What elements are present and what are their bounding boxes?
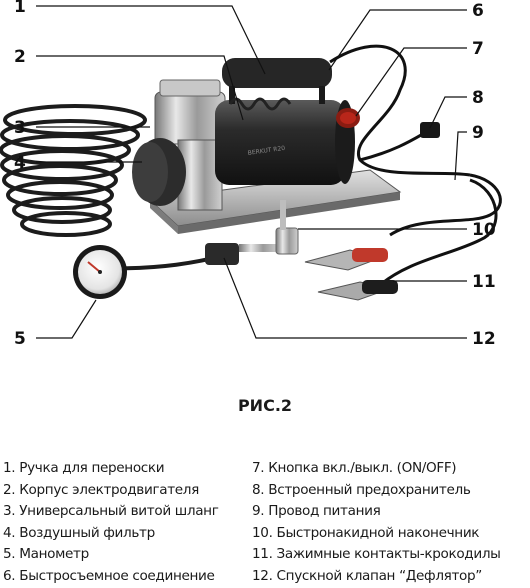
legend-item: 5. Манометр — [3, 546, 89, 563]
callout-3: 3 — [14, 118, 26, 138]
pressure-gauge — [73, 245, 127, 299]
spring-hose — [228, 97, 292, 111]
callout-7: 7 — [472, 39, 484, 59]
legend-item: 8. Встроенный предохранитель — [252, 481, 471, 498]
legend-item: 3. Универсальный витой шланг — [3, 503, 219, 520]
fuse-holder — [420, 122, 440, 138]
figure-caption: РИС.2 — [237, 396, 293, 415]
legend: 1. Ручка для переноски 2. Корпус электро… — [0, 458, 530, 586]
legend-item: 9. Провод питания — [252, 503, 381, 520]
legend-item: 11. Зажимные контакты-крокодилы — [252, 546, 501, 563]
callout-4: 4 — [14, 153, 26, 173]
carry-handle — [222, 58, 332, 104]
coiled-hose — [0, 104, 231, 271]
legend-column-right: 7. Кнопка вкл./выкл. (ON/OFF) 8. Встроен… — [252, 458, 530, 588]
legend-item: 12. Спускной клапан “Дефлятор” — [252, 567, 482, 584]
callout-12: 12 — [472, 329, 496, 349]
callout-6: 6 — [472, 1, 484, 21]
legend-item: 2. Корпус электродвигателя — [3, 481, 199, 498]
callout-1: 1 — [14, 0, 26, 17]
legend-item: 1. Ручка для переноски — [3, 460, 165, 476]
callout-9: 9 — [472, 123, 484, 143]
callout-numbers: 1 2 3 4 5 6 7 8 9 10 11 12 — [14, 0, 496, 349]
alligator-clip-red — [304, 248, 388, 271]
deflator-valve — [205, 200, 299, 265]
air-filter — [132, 138, 186, 206]
legend-item: 10. Быстронакидной наконечник — [252, 524, 480, 541]
legend-column-left: 1. Ручка для переноски 2. Корпус электро… — [3, 458, 248, 588]
callout-2: 2 — [14, 47, 26, 67]
motor-housing: BERKUT R20 — [215, 100, 355, 185]
leader-lines — [36, 5, 467, 339]
legend-item: 6. Быстросъемное соединение — [3, 567, 215, 584]
compressor-diagram: BERKUT R20 — [0, 0, 502, 349]
alligator-clip-black — [317, 280, 398, 301]
callout-11: 11 — [472, 272, 496, 292]
callout-5: 5 — [14, 329, 26, 349]
legend-item: 7. Кнопка вкл./выкл. (ON/OFF) — [252, 460, 457, 476]
legend-item: 4. Воздушный фильтр — [3, 524, 155, 541]
on-off-button — [336, 108, 360, 128]
callout-8: 8 — [472, 88, 484, 108]
callout-10: 10 — [472, 220, 496, 240]
pump-head — [154, 79, 226, 211]
